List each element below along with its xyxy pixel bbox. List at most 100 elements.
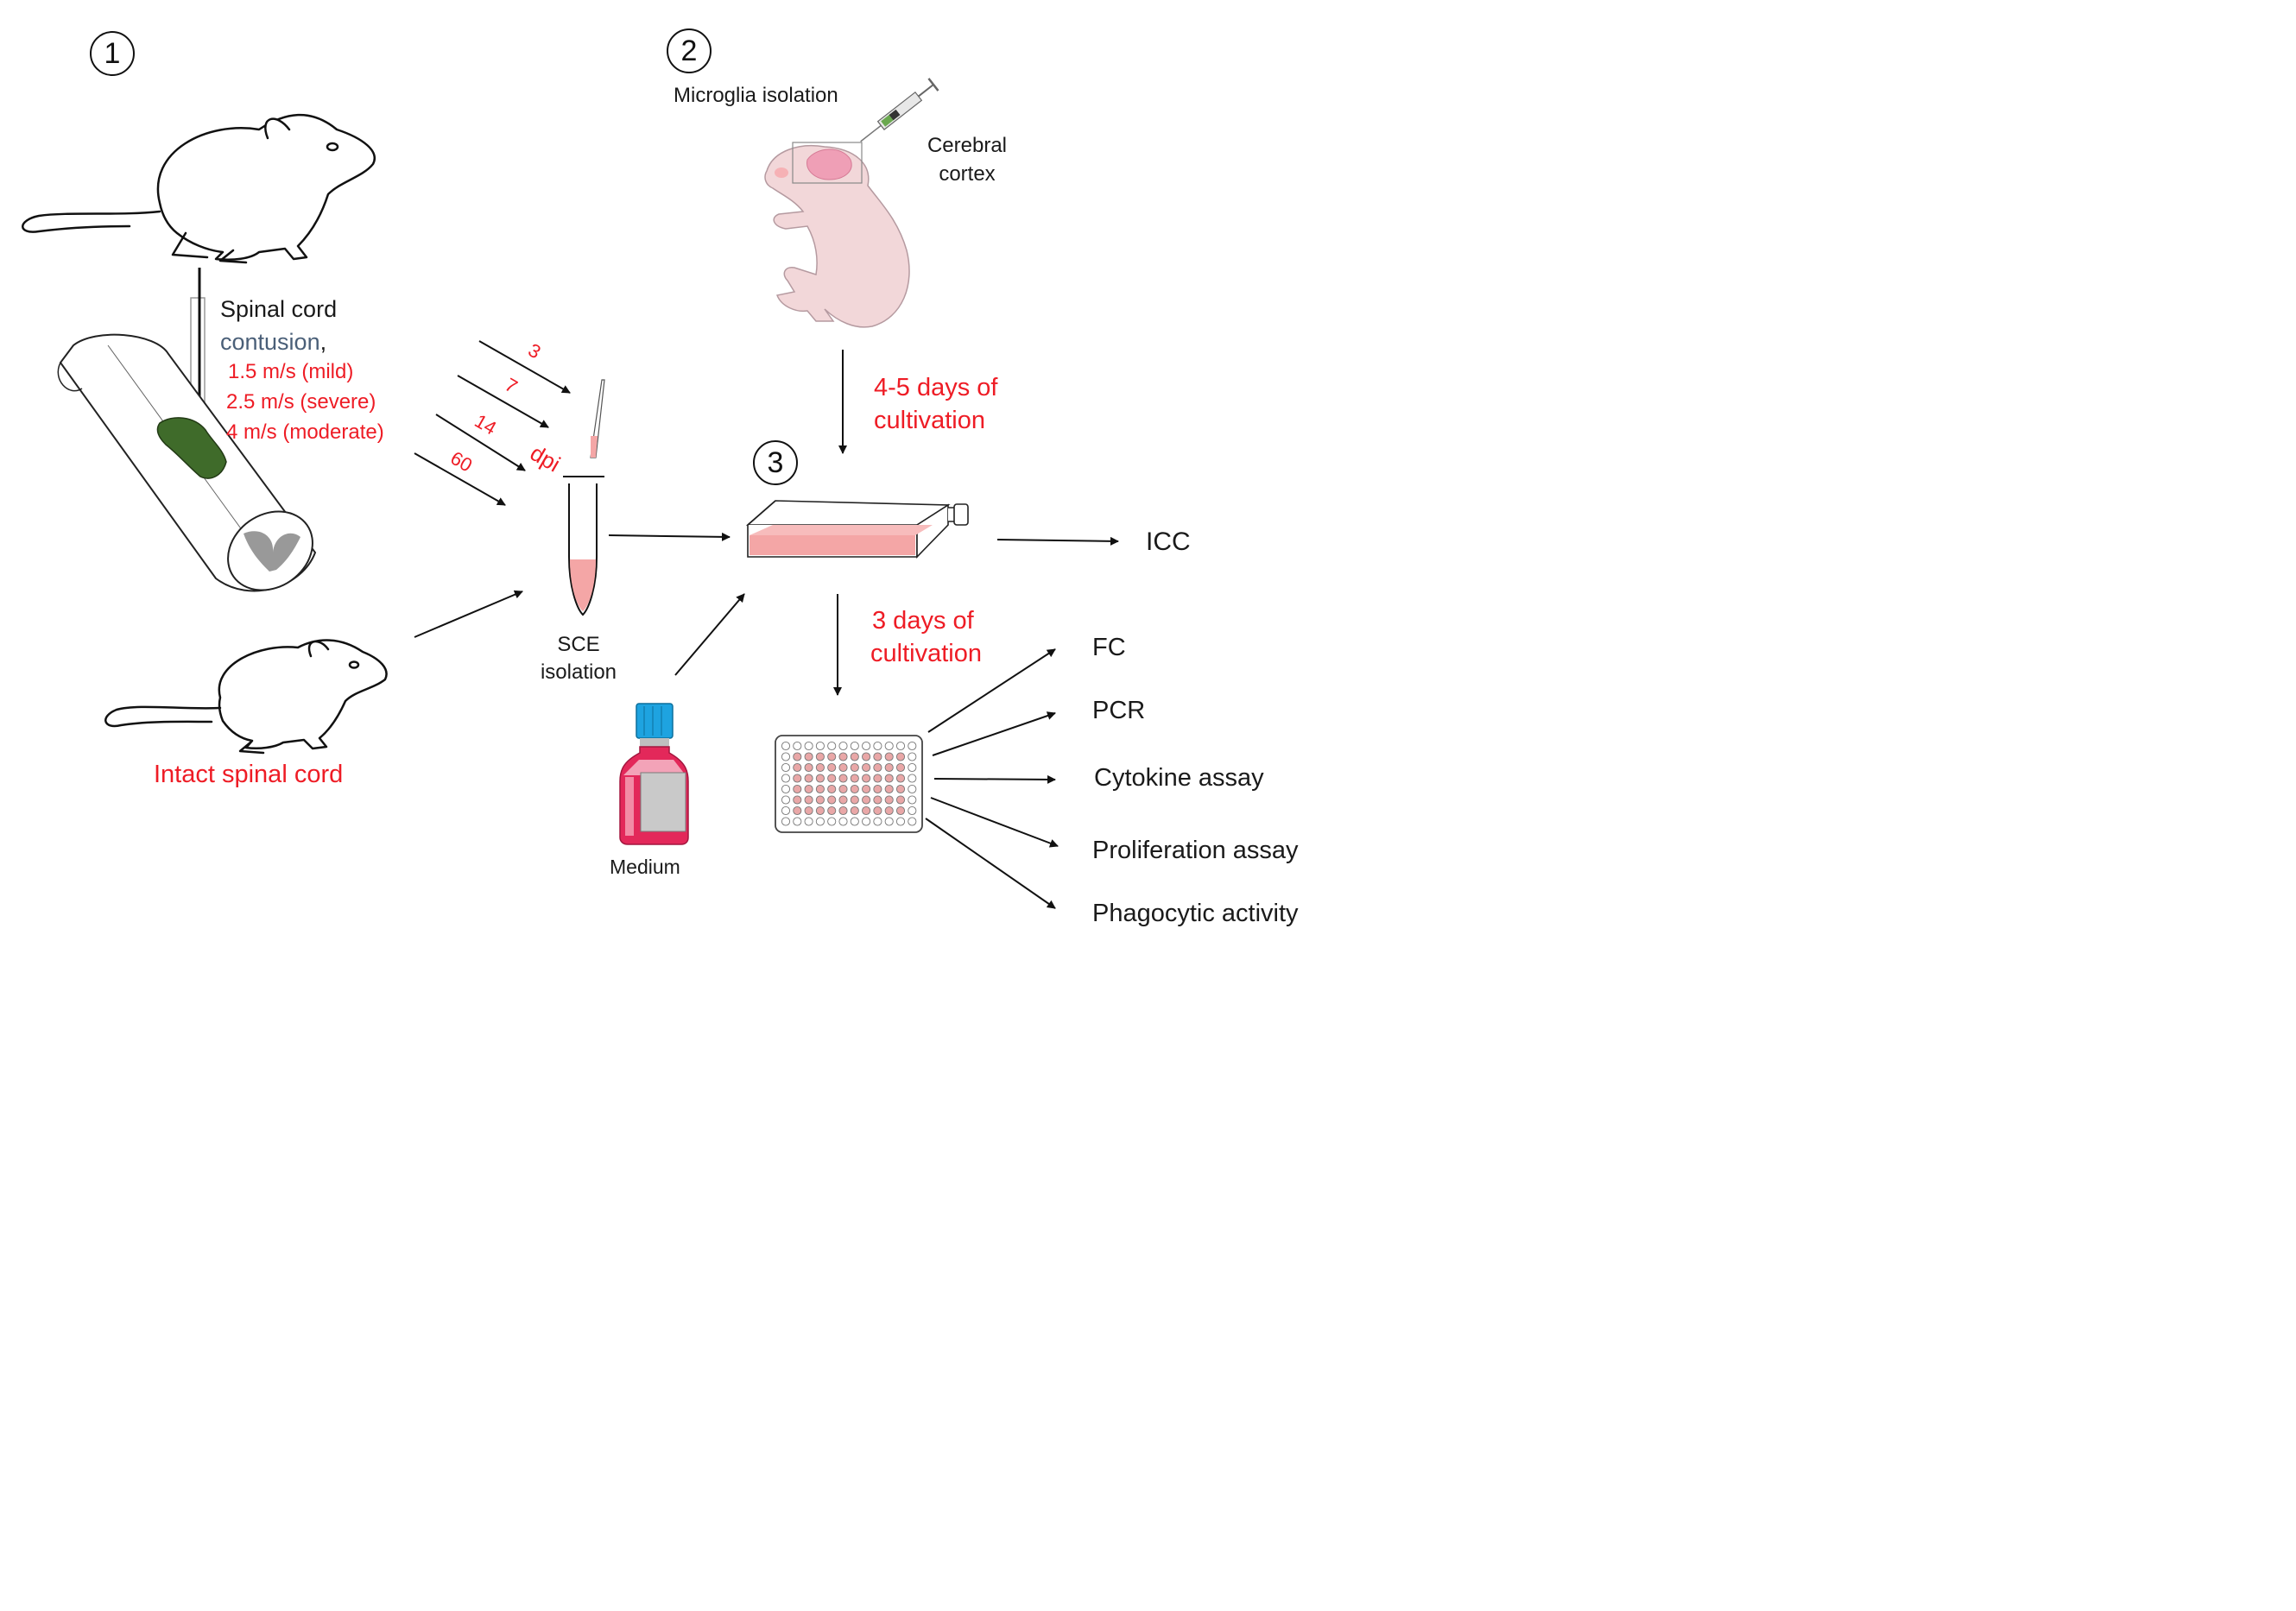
plate-well (884, 774, 894, 783)
plate-well (815, 784, 825, 794)
rat-icon (104, 639, 388, 755)
plate-well (895, 784, 906, 794)
timepoint-label-7: 7 (502, 374, 522, 398)
arrow-plate-to-pcr (932, 711, 1056, 756)
plate-well (850, 795, 859, 805)
plate-well (884, 752, 894, 761)
arrow-plate-to-proliferation (930, 797, 1059, 848)
cortex-label: cortex (939, 162, 996, 186)
contusion-label: contusion (220, 329, 320, 355)
plate-well (815, 762, 825, 773)
arrow-7dpi (457, 375, 549, 428)
step-number-3: 3 (753, 440, 798, 485)
plate-well (815, 741, 825, 751)
timepoint-label-14: 14 (471, 410, 501, 439)
plate-well (873, 741, 882, 751)
pcr-label: PCR (1092, 697, 1146, 724)
plate-well (884, 762, 894, 773)
plate-well (827, 774, 837, 783)
dpi-unit-label: dpi (526, 439, 565, 477)
pipette-icon (590, 379, 605, 458)
plate-well (838, 762, 848, 773)
plate-well (873, 817, 882, 826)
plate-well (850, 784, 859, 794)
plate-well (793, 817, 802, 826)
plate-well (862, 806, 871, 816)
plate-well (862, 741, 871, 751)
plate-well (908, 752, 917, 761)
plate-well (804, 752, 813, 761)
plate-well (827, 817, 837, 826)
flow-arrows (414, 350, 1119, 909)
plate-well (793, 774, 802, 783)
icc-label: ICC (1146, 528, 1191, 556)
timepoint-arrows (414, 340, 571, 506)
plate-well (873, 752, 882, 761)
microglia-isolation-label: Microglia isolation (674, 84, 838, 107)
cultivation-3-days-line2: cultivation (870, 640, 982, 667)
plate-well (862, 774, 871, 783)
plate-well (793, 795, 802, 805)
speed-severe: 2.5 m/s (severe) (226, 390, 376, 414)
arrow-14dpi (435, 414, 526, 471)
arrow-plate-to-cytokine (933, 774, 1056, 784)
plate-well (850, 762, 859, 773)
plate-well (838, 741, 848, 751)
plate-well (895, 774, 906, 783)
plate-well (850, 817, 859, 826)
plate-well (781, 752, 791, 761)
plate-well (895, 752, 906, 761)
cultivation-4-5-days-line1: 4-5 days of (874, 374, 998, 401)
speed-mild: 1.5 m/s (mild) (228, 360, 354, 383)
plate-well (804, 762, 813, 773)
plate-well (793, 806, 802, 816)
arrow-60dpi (414, 452, 506, 506)
plate-well (781, 817, 791, 826)
plate-well (884, 784, 894, 794)
plate-well (804, 784, 813, 794)
plate-well (804, 806, 813, 816)
step-number-1: 1 (90, 31, 135, 76)
plate-well (895, 817, 906, 826)
plate-well (884, 741, 894, 751)
plate-well (804, 795, 813, 805)
plate-well (827, 795, 837, 805)
syringe-icon (860, 78, 939, 142)
plate-well (850, 752, 859, 761)
arrow-3dpi (478, 340, 571, 394)
plate-well (838, 774, 848, 783)
contusion-comma: , (319, 329, 327, 355)
plate-well (781, 762, 791, 773)
plate-well (895, 795, 906, 805)
arrow-intact-to-tube (414, 590, 523, 638)
plate-well (793, 752, 802, 761)
plate-well (873, 784, 882, 794)
plate-well (815, 817, 825, 826)
plate-well (838, 784, 848, 794)
plate-well (804, 817, 813, 826)
plate-well (862, 784, 871, 794)
workflow-diagram: 3 7 14 60 dpi (22, 78, 1119, 909)
plate-well (804, 774, 813, 783)
arrow-plate-to-fc (927, 648, 1056, 733)
rat-icon (22, 113, 376, 264)
plate-well (873, 774, 882, 783)
plate-well (781, 741, 791, 751)
arrow-medium-to-flask (674, 593, 745, 676)
plate-well (884, 806, 894, 816)
plate-well (862, 795, 871, 805)
cultivation-3-days-line1: 3 days of (872, 607, 974, 635)
plate-well (850, 774, 859, 783)
plate-well (884, 795, 894, 805)
tube-icon (563, 476, 604, 616)
plate-well (781, 784, 791, 794)
plate-well (793, 784, 802, 794)
plate-well (781, 795, 791, 805)
timepoint-labels: 3 7 14 60 dpi (447, 339, 566, 477)
timepoint-label-3: 3 (525, 339, 545, 363)
plate-well (815, 752, 825, 761)
plate-well (838, 752, 848, 761)
mouse-pup-icon (764, 142, 910, 328)
arrow-flask-to-icc (996, 536, 1119, 546)
plate-well (781, 774, 791, 783)
